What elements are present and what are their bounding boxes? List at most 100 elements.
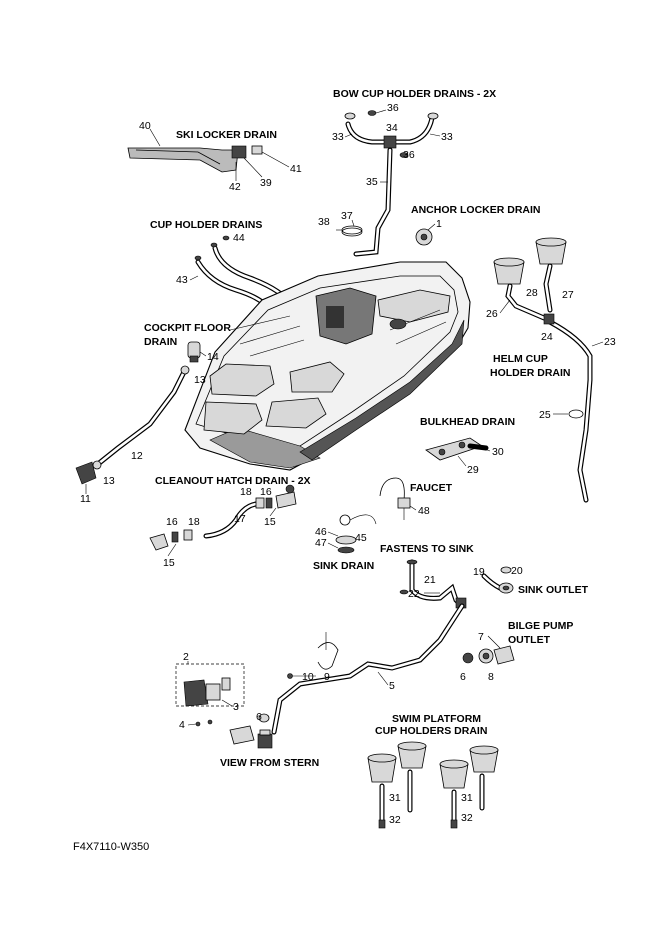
label-46: 46 [315,526,327,538]
washer-45 [339,514,351,526]
helm-cup-label-line2: HOLDER DRAIN [490,367,571,379]
seat-right [289,361,345,393]
label-15b: 15 [163,557,175,569]
faucet-label: FAUCET [410,482,453,494]
label-2: 2 [183,651,189,663]
sink-drain-group: 45 46 47 SINK DRAIN FASTENS TO SINK [313,514,474,572]
bow-drain-main-hose [353,147,393,257]
cleanout-hatch-drain-group: CLEANOUT HATCH DRAIN - 2X 18 16 17 15 16… [149,475,311,569]
label-32b: 32 [461,812,473,824]
view-from-stern-label: VIEW FROM STERN [220,757,319,769]
label-28: 28 [526,287,538,299]
cap-44a [222,235,230,241]
label-9: 9 [324,671,330,683]
cap-36-right [427,112,439,120]
cockpit-floor-label-line1: COCKPIT FLOOR [144,322,231,334]
clamp-18b [183,529,193,541]
bulkhead-plate-29 [425,437,483,461]
label-38: 38 [318,216,330,228]
helm-cup-holder-drain-group: 28 27 26 24 23 25 HELM CUP HOLDER DRAIN [486,237,616,503]
label-11: 11 [80,493,91,505]
bow-cup-holder-drains-group: BOW CUP HOLDER DRAINS - 2X 36 33 34 33 3… [318,88,496,257]
label-22: 22 [408,588,420,600]
bracket-9 [317,642,339,670]
cap-44b [210,242,218,248]
bilge-pump-outlet-group: BILGE PUMP OUTLET 7 6 8 [460,620,573,683]
label-27: 27 [562,289,574,301]
screw-4a [195,721,201,727]
label-36: 36 [387,102,399,114]
pump-strainer [229,725,255,745]
plug-32a [378,819,386,829]
seat-left [209,363,275,397]
label-43: 43 [176,274,188,286]
cup-holder-drains-label: CUP HOLDER DRAINS [150,219,262,231]
plug-32b [450,819,458,829]
clamp-13b [92,460,102,470]
label-34: 34 [386,122,398,134]
bilge-pump-label-line1: BILGE PUMP [508,620,573,632]
faucet-48 [397,497,411,509]
label-6: 6 [256,711,262,723]
swim-platform-label-line2: CUP HOLDERS DRAIN [375,725,487,737]
bilge-outlet-7 [493,645,515,665]
bulkhead-drain-label: BULKHEAD DRAIN [420,416,515,428]
label-21: 21 [424,574,436,586]
clamp-13a [180,365,190,375]
figure-code: F4X7110-W350 [73,841,149,853]
label-29: 29 [467,464,479,476]
label-4: 4 [179,719,185,731]
swim-platform-label-line1: SWIM PLATFORM [392,713,481,725]
label-24: 24 [541,331,553,343]
label-25: 25 [539,409,551,421]
ski-locker-drain-group: SKI LOCKER DRAIN 40 41 42 39 [127,120,302,193]
bilge-hose-group: 5 10 9 6 VIEW FROM STERN [220,603,465,769]
clamp-18a [255,497,265,509]
label-8: 8 [488,671,494,683]
clamp-25 [568,409,584,419]
label-26: 26 [486,308,498,320]
washer-20 [500,566,512,574]
label-16b: 16 [166,516,178,528]
cockpit-floor-drain-group: COCKPIT FLOOR DRAIN 14 13 12 13 11 [75,322,231,505]
label-18b: 18 [188,516,200,528]
label-19: 19 [473,566,485,578]
label-3: 3 [233,701,239,713]
screw-4b [207,719,213,725]
label-13: 13 [194,374,206,386]
y-fitting-24 [543,313,555,325]
fitting-15a [275,491,297,509]
label-18: 18 [240,486,252,498]
label-45: 45 [355,532,367,544]
sink-drain-47 [337,546,355,554]
bilge-pump-label-line2: OUTLET [508,634,551,646]
bow-cup-holder-drains-label: BOW CUP HOLDER DRAINS - 2X [333,88,496,100]
label-10: 10 [302,671,314,683]
label-31: 31 [389,792,401,804]
label-39: 39 [260,177,272,189]
fitting-16b [171,531,179,543]
sink-drain-46 [335,535,357,545]
sink-outlet-group: 21 22 19 20 SINK OUTLET [399,559,589,609]
boat-hull [184,261,471,471]
clamp-22 [399,589,409,595]
label-6b: 6 [460,671,466,683]
cap-44c [194,255,202,261]
sink-outlet-label: SINK OUTLET [518,584,589,596]
cap-36-left [344,112,356,120]
label-33: 33 [332,131,344,143]
thru-hull-11 [75,461,97,485]
label-5: 5 [389,680,395,692]
fitting-14 [187,341,201,359]
sink-drain-label: SINK DRAIN [313,560,374,572]
y-fitting [383,135,397,149]
label-48: 48 [418,505,430,517]
label-20: 20 [511,565,523,577]
helm-cup-label-line1: HELM CUP [493,353,548,365]
screw-10 [287,673,293,679]
fitting-36-top [367,110,377,116]
label-23: 23 [604,336,616,348]
label-44: 44 [233,232,245,244]
cleanout-hose-17 [203,501,259,539]
label-16: 16 [260,486,272,498]
